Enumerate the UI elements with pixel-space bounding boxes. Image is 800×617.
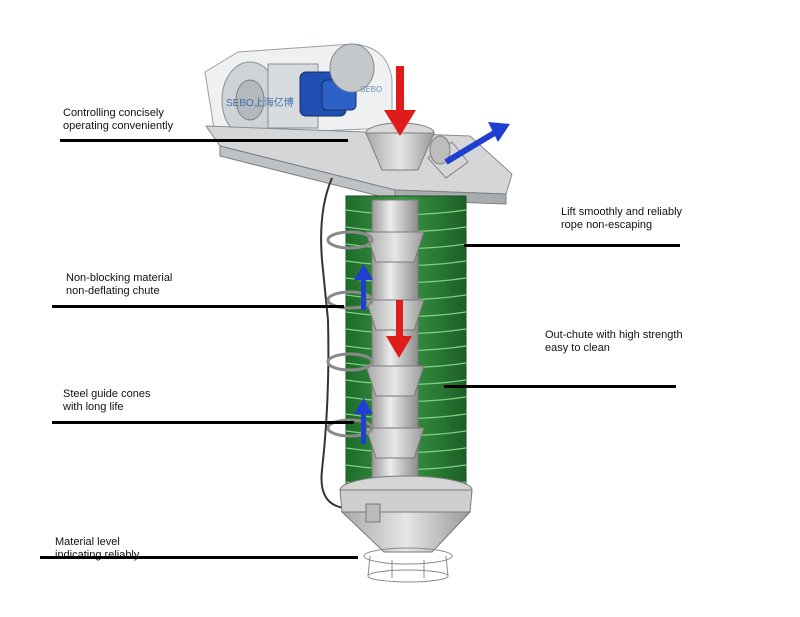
callout-controlling: Controlling concisely operating convenie…	[63, 107, 173, 133]
callout-non-blocking: Non-blocking material non-deflating chut…	[66, 272, 172, 298]
callout-material-level-line1: Material level	[55, 536, 139, 549]
leader-line-out-chute	[444, 385, 676, 388]
callout-non-blocking-line1: Non-blocking material	[66, 272, 172, 285]
callout-lift-line1: Lift smoothly and reliably	[561, 206, 682, 219]
callout-steel-guide-line2: with long life	[63, 401, 150, 414]
drive-housing: SEBO上海亿博 SEBO	[205, 44, 392, 138]
callout-out-chute: Out-chute with high strength easy to cle…	[545, 329, 683, 355]
callout-out-chute-line1: Out-chute with high strength	[545, 329, 683, 342]
callout-controlling-line1: Controlling concisely	[63, 107, 173, 120]
cable	[321, 178, 345, 508]
callout-non-blocking-line2: non-deflating chute	[66, 285, 172, 298]
callout-lift-line2: rope non-escaping	[561, 219, 682, 232]
leader-line-lift	[464, 244, 680, 247]
callout-lift: Lift smoothly and reliably rope non-esca…	[561, 206, 682, 232]
brand-logo: SEBO上海亿博	[226, 96, 294, 109]
leader-line-material-level	[40, 556, 358, 559]
top-plate	[206, 126, 512, 204]
leader-line-steel-guide	[52, 421, 354, 424]
callout-steel-guide: Steel guide cones with long life	[63, 388, 150, 414]
leader-line-non-blocking	[52, 305, 344, 308]
callout-out-chute-line2: easy to clean	[545, 342, 683, 355]
callout-steel-guide-line1: Steel guide cones	[63, 388, 150, 401]
bottom-hopper	[340, 476, 472, 582]
brand-side-logo: SEBO	[360, 85, 382, 94]
leader-line-controlling	[60, 139, 348, 142]
callout-controlling-line2: operating conveniently	[63, 120, 173, 133]
